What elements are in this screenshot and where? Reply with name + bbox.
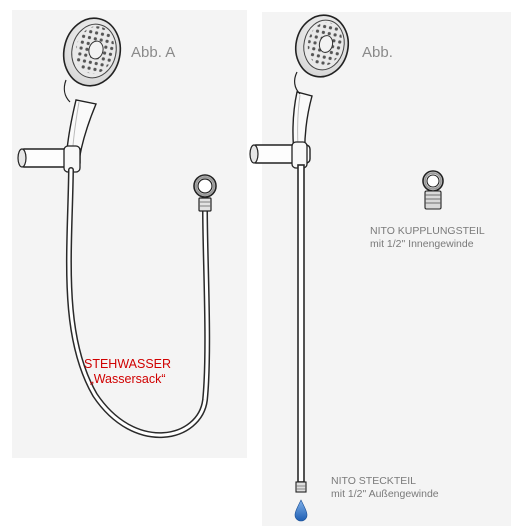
coupling-subtitle: mit 1/2" Innengewinde <box>370 238 474 250</box>
shower-head-a <box>62 17 122 169</box>
shower-head-b <box>292 14 350 161</box>
coupling-part-b <box>422 170 444 210</box>
plug-title: NITO STECKTEIL <box>331 475 416 487</box>
ring-connector-a <box>193 174 217 212</box>
wall-holder-b <box>249 141 311 169</box>
plug-subtitle: mit 1/2" Außengewinde <box>331 488 439 500</box>
coupling-caption: NITO KUPPLUNGSTEIL mit 1/2" Innengewinde <box>370 225 485 251</box>
hose-b <box>297 164 305 483</box>
wall-holder-a <box>17 145 81 173</box>
water-drop-icon <box>294 499 308 522</box>
figure-a-label: Abb. A <box>131 44 176 61</box>
annotation-line-1: STEHWASSER <box>84 357 172 371</box>
coupling-title: NITO KUPPLUNGSTEIL <box>370 225 485 237</box>
plug-caption: NITO STECKTEIL mit 1/2" Außengewinde <box>331 475 439 501</box>
plug-connector-b <box>295 481 307 493</box>
annotation-line-2: „Wassersack“ <box>89 372 166 386</box>
hose-a <box>65 167 211 438</box>
figure-b-label: Abb. <box>362 44 393 61</box>
standing-water-annotation: STEHWASSER „Wassersack“ <box>84 357 171 387</box>
